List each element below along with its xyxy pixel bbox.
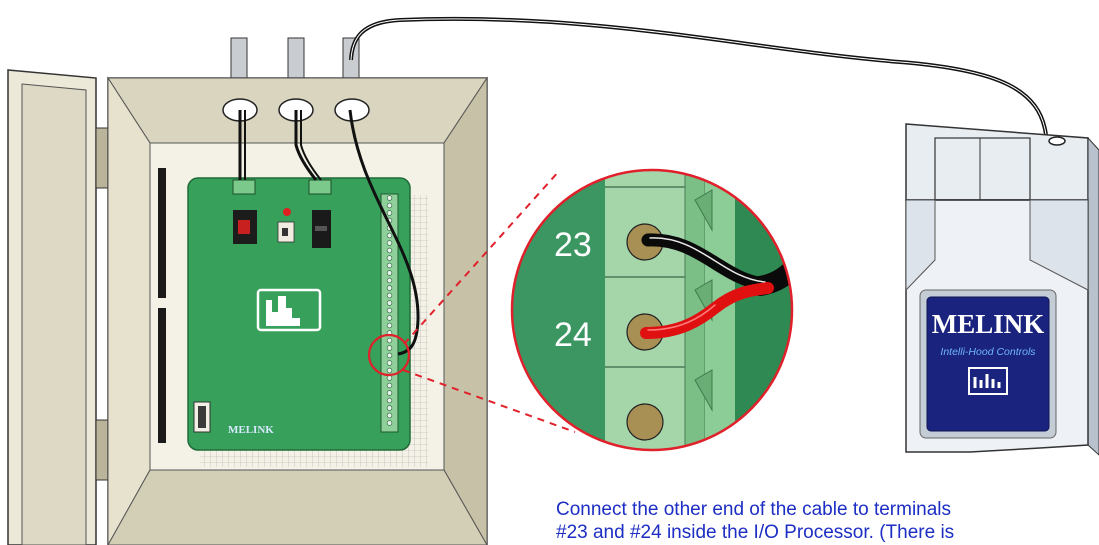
terminal-screw	[387, 406, 392, 411]
terminal-screw	[387, 308, 392, 313]
conduit-pipes	[231, 38, 359, 80]
circuit-board: MELINK	[188, 178, 410, 450]
sensor-brand-logo: MELINK	[932, 309, 1045, 339]
terminal-label-23: 23	[554, 226, 592, 264]
terminal-label-24: 24	[554, 316, 592, 354]
terminal-screw	[387, 286, 392, 291]
terminal-screw	[387, 316, 392, 321]
terminal-screw	[387, 346, 392, 351]
terminal-screw	[387, 301, 392, 306]
terminal-screw	[387, 421, 392, 426]
board-brand-logo: MELINK	[228, 424, 274, 436]
terminal-screw	[387, 211, 392, 216]
terminal-screw	[387, 398, 392, 403]
terminal-screw	[387, 233, 392, 238]
enclosure-door	[8, 70, 108, 545]
terminal-screw	[387, 361, 392, 366]
terminal-screw	[387, 383, 392, 388]
terminal-screw	[387, 196, 392, 201]
terminal-screw	[387, 203, 392, 208]
terminal-screw	[387, 413, 392, 418]
terminal-screw	[387, 263, 392, 268]
terminal-screw	[387, 271, 392, 276]
terminal-screw	[387, 278, 392, 283]
terminal-screw	[387, 368, 392, 373]
terminal-screw	[387, 391, 392, 396]
temperature-sensor-unit: MELINK Intelli-Hood Controls	[906, 124, 1099, 455]
instruction-caption: Connect the other end of the cable to te…	[556, 498, 1099, 544]
caption-line-2: #23 and #24 inside the I/O Processor. (T…	[556, 521, 1099, 544]
caption-line-1: Connect the other end of the cable to te…	[556, 498, 1099, 521]
terminal-screw	[387, 248, 392, 253]
terminal-screw	[387, 323, 392, 328]
terminal-screw	[387, 353, 392, 358]
terminal-screw	[387, 376, 392, 381]
terminal-screw	[387, 338, 392, 343]
terminal-screw	[387, 241, 392, 246]
terminal-screw	[387, 256, 392, 261]
terminal-zoom-view: 23 24	[510, 134, 825, 470]
terminal-screw	[387, 293, 392, 298]
sensor-tagline: Intelli-Hood Controls	[940, 346, 1036, 358]
